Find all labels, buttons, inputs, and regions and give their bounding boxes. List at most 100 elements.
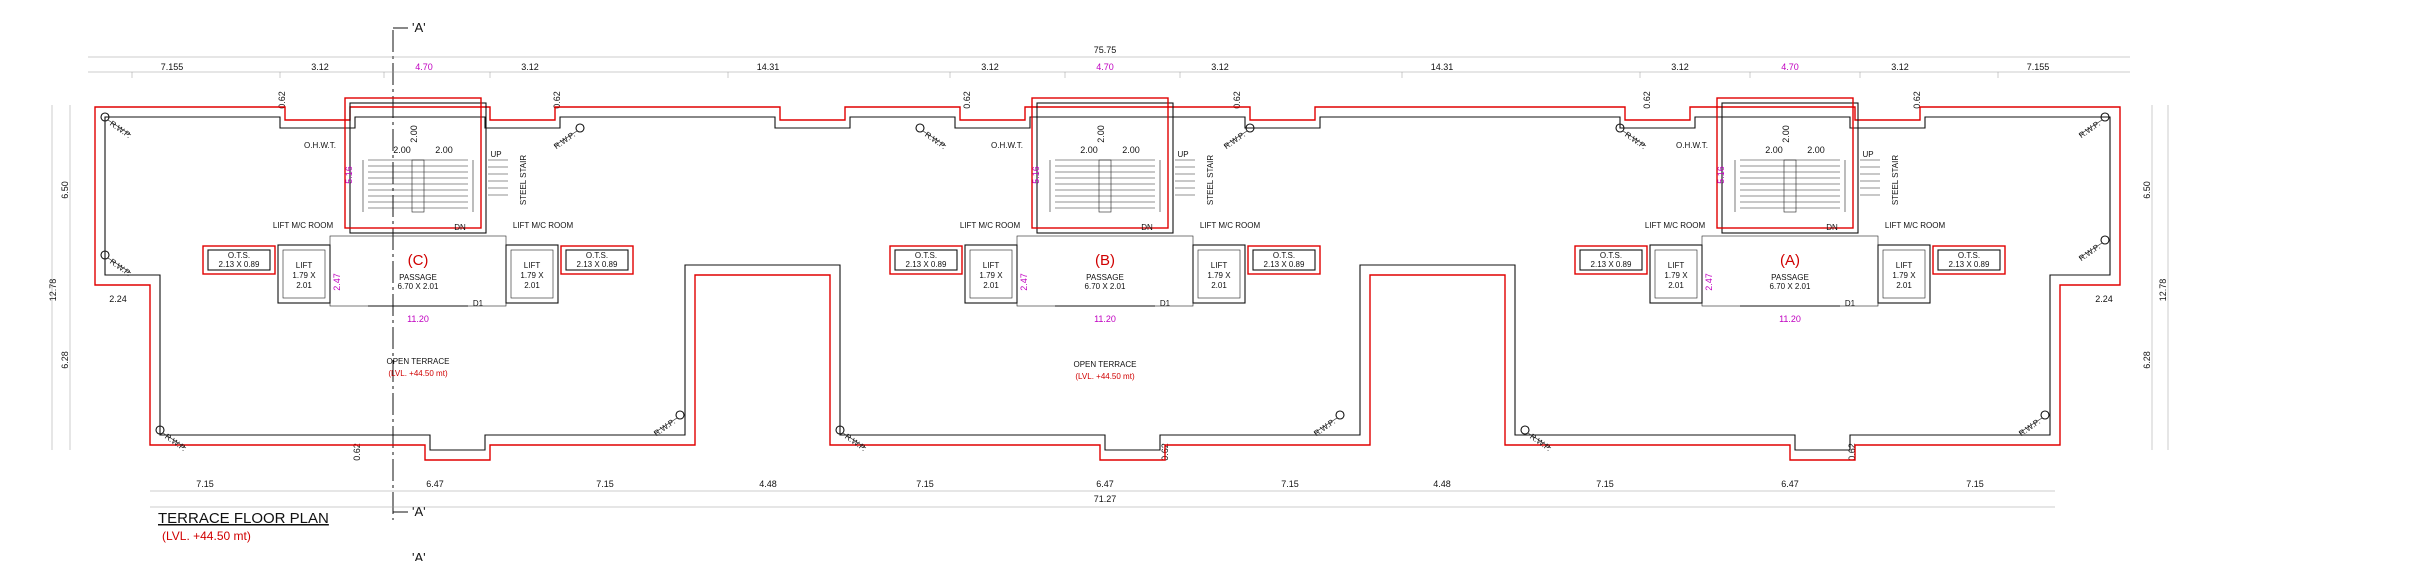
bottom-dim-label: 4.48 bbox=[759, 479, 777, 489]
stair-depth: 5.16 bbox=[1716, 166, 1726, 184]
terrace-level-label-b: (LVL. +44.50 mt) bbox=[1075, 372, 1135, 381]
stair-width-right: 2.00 bbox=[1807, 145, 1825, 155]
section-line: 'A' 'A' 'A' bbox=[392, 20, 426, 561]
top-dim-label: 4.70 bbox=[1096, 62, 1114, 72]
lift-size: 1.79 X bbox=[292, 271, 316, 280]
section-marker-top: 'A' bbox=[412, 20, 426, 35]
notch-dim: 0.62 bbox=[962, 91, 972, 109]
rwp-marker: R.W.P. bbox=[835, 425, 868, 453]
rwp-label: R.W.P. bbox=[2077, 242, 2102, 263]
passage-length: 11.20 bbox=[407, 314, 429, 324]
bottom-dim-label: 6.47 bbox=[1096, 479, 1114, 489]
notch-dim: 0.62 bbox=[277, 91, 287, 109]
lift-size: 2.01 bbox=[524, 281, 540, 290]
bottom-dim-label: 6.47 bbox=[426, 479, 444, 489]
lift-size: 2.01 bbox=[983, 281, 999, 290]
right-upper-dim: 6.50 bbox=[2142, 181, 2152, 199]
steel-stair-label: STEEL STAIR bbox=[519, 155, 528, 205]
rwp-marker: R.W.P. bbox=[1312, 410, 1345, 438]
lift-label: LIFT bbox=[1896, 261, 1913, 270]
bottom-dim-label: 7.15 bbox=[596, 479, 614, 489]
side-dimensions: 12.78 6.50 6.28 2.24 12.78 6.50 6.28 2.2… bbox=[48, 105, 2169, 450]
stair-width-right: 2.00 bbox=[1122, 145, 1140, 155]
bottom-dim-label: 7.15 bbox=[916, 479, 934, 489]
section-marker-bottom: 'A' bbox=[412, 504, 426, 519]
ots-label: O.T.S. bbox=[915, 251, 937, 260]
top-dim-label: 14.31 bbox=[757, 62, 780, 72]
lift-size: 1.79 X bbox=[1207, 271, 1231, 280]
notch-dim: 0.62 bbox=[1847, 443, 1857, 461]
passage-label: PASSAGE bbox=[1771, 273, 1809, 282]
left-total-dim: 12.78 bbox=[48, 279, 58, 302]
right-lower-dim: 6.28 bbox=[2142, 351, 2152, 369]
rwp-marker: R.W.P. bbox=[100, 250, 133, 278]
lift-size: 2.01 bbox=[296, 281, 312, 290]
ots-label: O.T.S. bbox=[586, 251, 608, 260]
lift-size: 1.79 X bbox=[520, 271, 544, 280]
up-label: UP bbox=[1177, 150, 1188, 159]
ots-size: 2.13 X 0.89 bbox=[219, 260, 260, 269]
notch-dim: 0.62 bbox=[352, 443, 362, 461]
top-dim-label: 7.155 bbox=[2027, 62, 2050, 72]
dn-label: DN bbox=[1141, 223, 1153, 232]
up-label: UP bbox=[1862, 150, 1873, 159]
stair-depth: 5.16 bbox=[1031, 166, 1041, 184]
ots-label: O.T.S. bbox=[1273, 251, 1295, 260]
core-name: (B) bbox=[1095, 252, 1115, 269]
top-dim-label: 3.12 bbox=[311, 62, 329, 72]
plan-subtitle: (LVL. +44.50 mt) bbox=[162, 529, 251, 543]
cores: 2.00 2.00 2.00 5.16 O.H.W.T. UP DN STEEL STAIR L… bbox=[202, 97, 2006, 324]
stair-height: 2.00 bbox=[1781, 125, 1791, 143]
left-lower-dim: 6.28 bbox=[60, 351, 70, 369]
left-offset-dim: 2.24 bbox=[109, 294, 127, 304]
rwp-marker: R.W.P. bbox=[652, 410, 685, 438]
right-total-dim: 12.78 bbox=[2158, 279, 2168, 302]
lift-size: 2.01 bbox=[1896, 281, 1912, 290]
stair-width-right: 2.00 bbox=[435, 145, 453, 155]
section-marker-next: 'A' bbox=[412, 550, 426, 561]
top-dim-label: 14.31 bbox=[1431, 62, 1454, 72]
dn-label: DN bbox=[1826, 223, 1838, 232]
ohwt-label: O.H.W.T. bbox=[304, 141, 336, 150]
open-terrace-labels: OPEN TERRACE (LVL. +44.50 mt) OPEN TERRA… bbox=[387, 357, 1137, 381]
lift-room-left: LIFT M/C ROOM bbox=[960, 221, 1021, 230]
bottom-dim-label: 6.47 bbox=[1781, 479, 1799, 489]
rwp-label: R.W.P. bbox=[108, 119, 133, 140]
stair-width-left: 2.00 bbox=[1765, 145, 1783, 155]
lift-label: LIFT bbox=[1668, 261, 1685, 270]
lift-size: 2.01 bbox=[1668, 281, 1684, 290]
top-dim-label: 3.12 bbox=[1891, 62, 1909, 72]
top-dim-label: 4.70 bbox=[1781, 62, 1799, 72]
ots-size: 2.13 X 0.89 bbox=[906, 260, 947, 269]
rwp-marker: R.W.P. bbox=[155, 425, 188, 453]
door-label: D1 bbox=[473, 299, 484, 308]
bottom-dim-label: 7.15 bbox=[1281, 479, 1299, 489]
rwp-marker: R.W.P. bbox=[2077, 235, 2110, 263]
ots-size: 2.13 X 0.89 bbox=[577, 260, 618, 269]
notch-dim: 0.62 bbox=[1642, 91, 1652, 109]
open-terrace-label-b: OPEN TERRACE bbox=[1074, 360, 1137, 369]
ots-size: 2.13 X 0.89 bbox=[1264, 260, 1305, 269]
stair-height: 2.00 bbox=[1096, 125, 1106, 143]
top-dim-label: 7.155 bbox=[161, 62, 184, 72]
lift-room-left: LIFT M/C ROOM bbox=[1645, 221, 1706, 230]
stair-width-left: 2.00 bbox=[393, 145, 411, 155]
lift-size: 1.79 X bbox=[1664, 271, 1688, 280]
rwp-marker: R.W.P. bbox=[915, 123, 948, 151]
door-label: D1 bbox=[1160, 299, 1171, 308]
right-offset-dim: 2.24 bbox=[2095, 294, 2113, 304]
total-width-label: 75.75 bbox=[1094, 45, 1117, 55]
rwp-marker: R.W.P. bbox=[2017, 410, 2050, 438]
passage-label: PASSAGE bbox=[399, 273, 437, 282]
lift-side-dim: 2.47 bbox=[1704, 273, 1714, 291]
stair-height: 2.00 bbox=[409, 125, 419, 143]
core-name: (C) bbox=[408, 252, 429, 269]
passage-label: PASSAGE bbox=[1086, 273, 1124, 282]
top-dim-label: 3.12 bbox=[981, 62, 999, 72]
top-dim-label: 3.12 bbox=[1211, 62, 1229, 72]
lift-size: 2.01 bbox=[1211, 281, 1227, 290]
rwp-label: R.W.P. bbox=[2077, 119, 2102, 140]
